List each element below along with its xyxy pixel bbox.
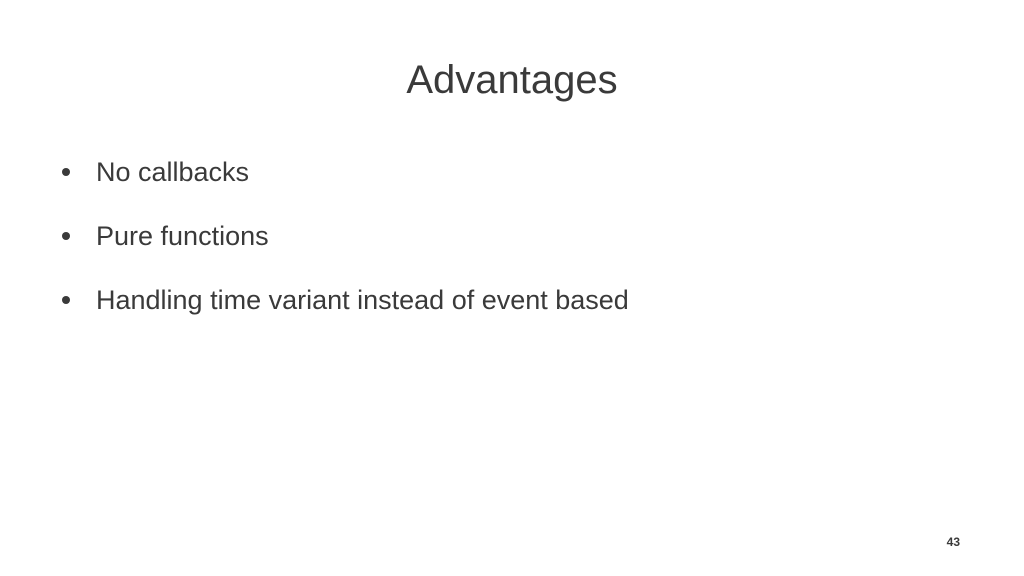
bullet-dot-icon [62,168,70,176]
slide-title: Advantages [406,58,618,102]
bullet-item-pure-functions: Pure functions [62,204,629,268]
bullet-text: Pure functions [96,220,269,251]
bullet-list: No callbacks Pure functions Handling tim… [62,140,629,332]
bullet-text: No callbacks [96,156,250,187]
bullet-text: Handling time variant instead of event b… [96,284,629,315]
bullet-item-no-callbacks: No callbacks [62,140,629,204]
page-number: 43 [946,535,960,549]
bullet-dot-icon [62,232,70,240]
bullet-dot-icon [62,296,70,304]
bullet-item-time-variant: Handling time variant instead of event b… [62,268,629,332]
